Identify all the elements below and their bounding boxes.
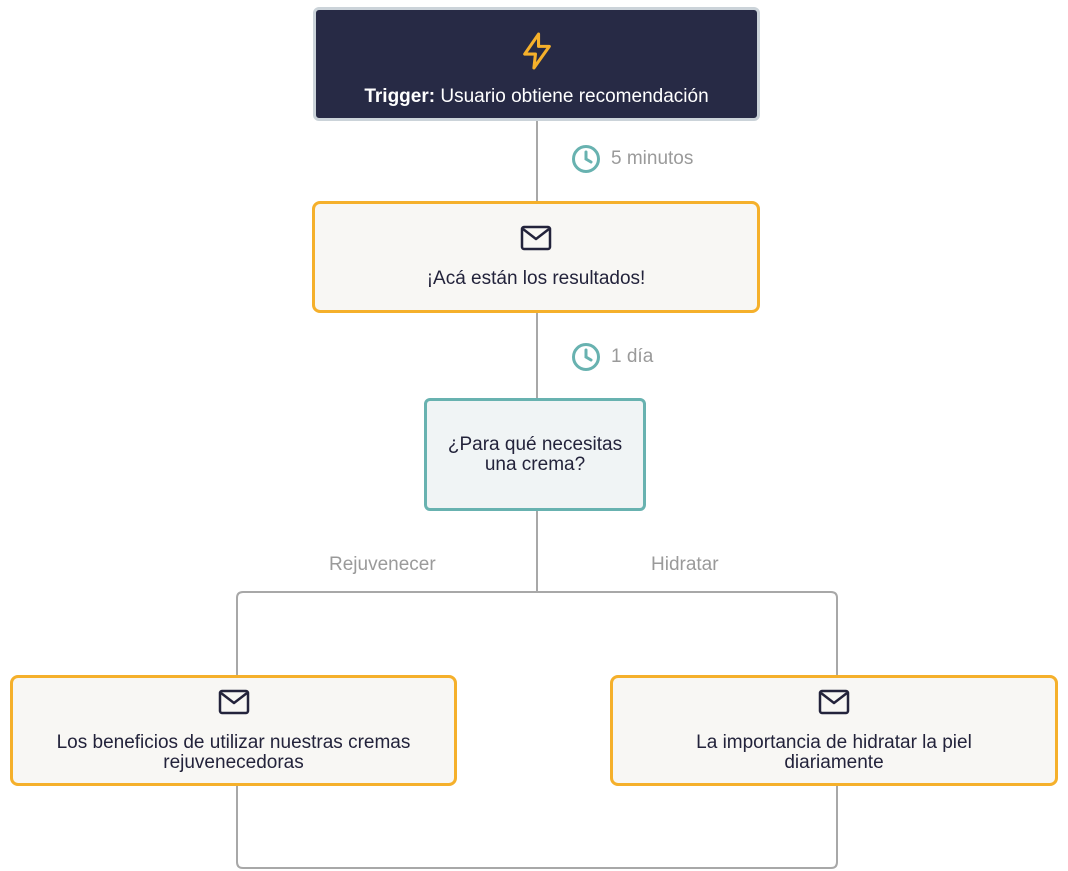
branch-label-rejuvenecer: Rejuvenecer (329, 554, 436, 575)
question-node[interactable]: ¿Para qué necesitas una crema? (424, 398, 646, 511)
lightning-icon (522, 32, 551, 70)
email-title: ¡Acá están los resultados! (426, 268, 646, 289)
delay-step-1[interactable]: 5 minutos (571, 144, 693, 174)
trigger-prefix: Trigger: (364, 86, 436, 107)
branch-label-hidratar: Hidratar (651, 554, 719, 575)
connector-branch-merge (236, 786, 838, 869)
email-title: La importancia de hidratar la piel diari… (696, 731, 972, 773)
delay-step-2[interactable]: 1 día (571, 342, 653, 372)
trigger-text: Usuario obtiene recomendación (435, 86, 709, 107)
delay-label: 5 minutos (611, 148, 694, 169)
clock-icon (572, 145, 600, 173)
connector-branch-split (236, 591, 838, 675)
clock-icon (572, 343, 600, 371)
email-node-results[interactable]: ¡Acá están los resultados! (312, 201, 760, 313)
trigger-label: Trigger: Usuario obtiene recomendación (364, 87, 708, 107)
trigger-node[interactable]: Trigger: Usuario obtiene recomendación (313, 7, 760, 121)
email-node-hidratar[interactable]: La importancia de hidratar la piel diari… (610, 675, 1058, 786)
email-title: Los beneficios de utilizar nuestras crem… (56, 731, 411, 773)
envelope-icon (520, 225, 552, 251)
delay-label: 1 día (611, 346, 654, 367)
envelope-icon (218, 689, 249, 714)
envelope-icon (818, 689, 850, 714)
email-node-rejuvenecer[interactable]: Los beneficios de utilizar nuestras crem… (10, 675, 457, 786)
question-text: ¿Para qué necesitas una crema? (447, 433, 623, 475)
